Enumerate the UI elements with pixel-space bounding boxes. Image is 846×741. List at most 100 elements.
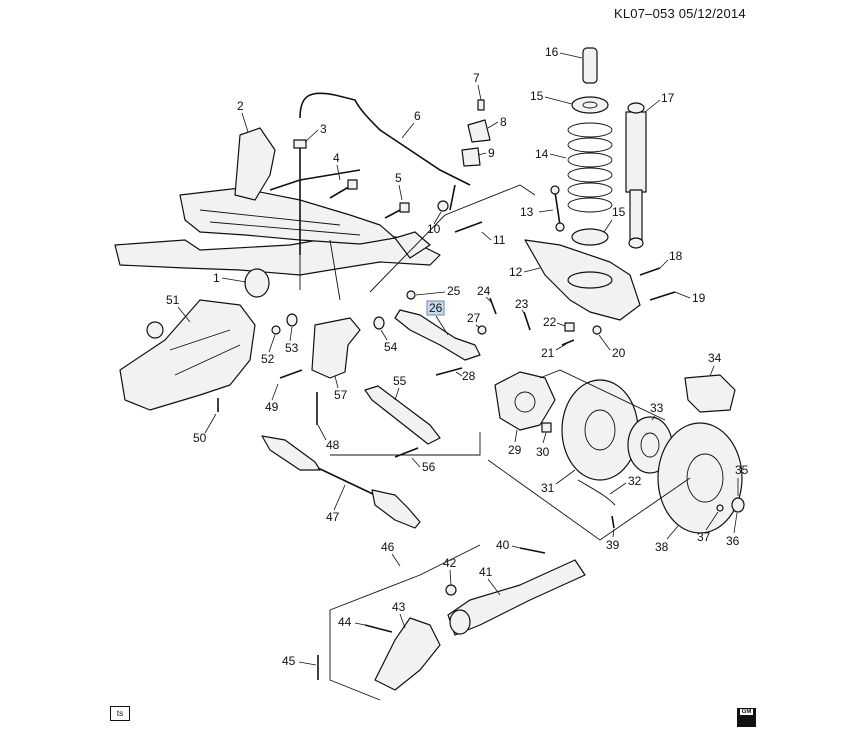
callout-48: 48 [326, 438, 340, 452]
callout-22: 22 [543, 315, 557, 329]
callout-9: 9 [488, 146, 495, 160]
callout-56: 56 [422, 460, 436, 474]
callout-41: 41 [479, 565, 493, 579]
callout-42: 42 [443, 556, 457, 570]
nut-52[interactable] [271, 325, 281, 335]
bolt-5[interactable] [384, 202, 410, 219]
callout-31: 31 [541, 481, 555, 495]
jounce-bumper[interactable] [582, 47, 598, 84]
gm-logo: GM [737, 708, 756, 727]
callout-32: 32 [628, 474, 642, 488]
coil-spring[interactable] [567, 122, 613, 213]
callout-39: 39 [606, 538, 620, 552]
bolt-44[interactable] [364, 624, 393, 633]
callout-4: 4 [333, 151, 340, 165]
rear-subframe[interactable] [114, 127, 441, 301]
callout-25: 25 [447, 284, 461, 298]
trailing-arm[interactable] [447, 559, 586, 636]
bushing-54[interactable] [373, 316, 385, 330]
callout-11: 11 [493, 233, 506, 247]
knuckle[interactable] [494, 371, 556, 431]
callout-21: 21 [541, 346, 555, 360]
callout-49: 49 [265, 400, 279, 414]
bolt-28[interactable] [435, 367, 463, 376]
callout-37: 37 [697, 530, 711, 544]
callout-1: 1 [213, 271, 220, 285]
callout-50: 50 [193, 431, 207, 445]
callout-52: 52 [261, 352, 275, 366]
callout-43: 43 [392, 600, 406, 614]
callout-57: 57 [334, 388, 348, 402]
bolt-49[interactable] [279, 369, 303, 379]
bolt-56[interactable] [394, 447, 419, 458]
callout-19: 19 [692, 291, 706, 305]
bolt-18[interactable] [639, 267, 661, 276]
nut-42[interactable] [445, 584, 457, 596]
lower-control-arm[interactable] [524, 239, 641, 321]
wheel-speed-sensor[interactable] [577, 479, 616, 506]
ts-label: ts [116, 709, 124, 718]
callout-15b: 15 [612, 205, 626, 219]
bolt-40[interactable] [519, 547, 546, 554]
callout-28: 28 [462, 369, 476, 383]
brake-caliper[interactable] [684, 374, 736, 413]
callout-5: 5 [395, 171, 402, 185]
callout-47: 47 [326, 510, 340, 524]
shock-absorber[interactable] [625, 102, 647, 249]
callout-26-highlight [426, 300, 445, 316]
brake-rotor[interactable] [657, 422, 743, 534]
rear-axle-shaft[interactable] [261, 435, 421, 529]
bolt-3[interactable] [293, 139, 307, 255]
trailing-arm-bracket[interactable] [374, 617, 441, 691]
bushing-1[interactable] [244, 268, 270, 298]
bolt-21[interactable] [561, 339, 575, 346]
rear-differential[interactable] [119, 299, 256, 411]
bushing-53[interactable] [286, 313, 298, 327]
callout-46: 46 [381, 540, 395, 554]
nut-25[interactable] [406, 290, 416, 300]
spring-insulator-upper[interactable] [571, 96, 609, 114]
toe-link[interactable] [364, 385, 441, 445]
callout-36: 36 [726, 534, 740, 548]
callout-2: 2 [237, 99, 244, 113]
callout-38: 38 [655, 540, 669, 554]
callout-labels: 1 2 3 4 5 6 7 8 9 10 11 12 13 14 15 15 1… [166, 45, 749, 668]
callout-18: 18 [669, 249, 683, 263]
spring-insulator-lower[interactable] [571, 228, 609, 246]
nut-30[interactable] [541, 422, 552, 433]
callout-33: 33 [650, 401, 664, 415]
upper-control-link[interactable] [394, 309, 481, 361]
bolt-19[interactable] [649, 291, 676, 301]
ts-symbol: ts [110, 706, 130, 721]
callout-8: 8 [500, 115, 507, 129]
reference-lines [329, 184, 691, 701]
callout-12: 12 [509, 265, 523, 279]
bolt-4[interactable] [329, 179, 358, 199]
callout-17: 17 [661, 91, 675, 105]
callout-27: 27 [467, 311, 481, 325]
crossmember-bracket[interactable] [311, 317, 361, 379]
callout-6: 6 [414, 109, 421, 123]
callout-40: 40 [496, 538, 510, 552]
callout-26: 26 [429, 301, 443, 315]
hub-nut[interactable] [731, 497, 745, 513]
stabilizer-link-parts[interactable] [437, 99, 491, 233]
callout-44: 44 [338, 615, 352, 629]
callout-35: 35 [735, 463, 749, 477]
callout-10: 10 [427, 222, 441, 236]
stabilizer-link-13[interactable] [550, 185, 565, 232]
rotor-screw[interactable] [716, 504, 724, 512]
callout-45: 45 [282, 654, 296, 668]
callout-23: 23 [515, 297, 529, 311]
backing-plate[interactable] [561, 379, 639, 481]
bushing-22[interactable] [564, 322, 575, 332]
nut-20[interactable] [592, 325, 602, 335]
callout-24: 24 [477, 284, 491, 298]
document-code: KL07–053 05/12/2014 [614, 6, 746, 21]
callout-15a: 15 [530, 89, 544, 103]
bolt-39[interactable] [611, 515, 615, 529]
callout-34: 34 [708, 351, 722, 365]
bolt-24[interactable] [489, 297, 497, 315]
gm-logo-text: GM [740, 709, 753, 715]
